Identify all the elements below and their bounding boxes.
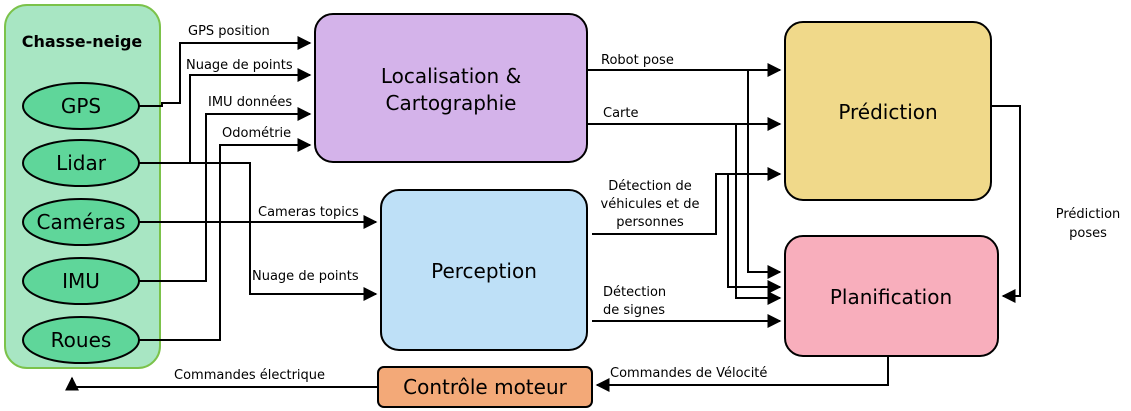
block-prediction-label: Prédiction xyxy=(838,100,937,124)
label-imu-donnees: IMU données xyxy=(208,95,292,110)
block-controle-label: Contrôle moteur xyxy=(403,375,567,399)
edge-lidar-to-perception xyxy=(139,162,378,301)
block-perception-shape xyxy=(380,189,588,351)
label-prediction-poses-2: poses xyxy=(1069,226,1107,241)
label-detection-signes-2: de signes xyxy=(603,303,665,318)
block-localisation-line1: Localisation & xyxy=(381,64,521,88)
block-localisation: Localisation & Cartographie xyxy=(314,13,588,163)
edge-roues-to-localisation xyxy=(139,138,312,341)
label-detection-signes-1: Détection xyxy=(603,285,666,300)
edge-commandes-velocite xyxy=(595,356,889,392)
block-planification-label: Planification xyxy=(830,285,952,309)
edge-detection-to-planification xyxy=(727,174,782,294)
block-perception-label: Perception xyxy=(431,259,537,283)
label-nuage-points-2: Nuage de points xyxy=(252,269,359,284)
label-robot-pose: Robot pose xyxy=(601,53,674,68)
sensor-cameras: Caméras xyxy=(22,198,140,246)
block-prediction: Prédiction xyxy=(784,21,992,201)
block-planification-shape xyxy=(784,235,999,357)
edge-gps-to-localisation xyxy=(139,36,312,107)
label-detection-vehicules-1: Détection de xyxy=(608,179,692,194)
edge-prediction-poses xyxy=(991,105,1021,303)
sensor-gps: GPS xyxy=(22,82,140,130)
label-nuage-points-1: Nuage de points xyxy=(186,58,293,73)
label-detection-vehicules-2: véhicules et de xyxy=(601,197,700,212)
sensor-cameras-label: Caméras xyxy=(37,210,126,234)
edge-carte-to-planification xyxy=(735,124,782,305)
sensor-roues: Roues xyxy=(22,316,140,364)
edge-commandes-electrique xyxy=(65,376,378,391)
edge-detection-to-prediction xyxy=(592,167,782,235)
label-detection-vehicules-3: personnes xyxy=(616,215,684,230)
sensor-lidar: Lidar xyxy=(22,139,140,187)
block-localisation-line2: Cartographie xyxy=(386,91,517,115)
sensor-lidar-label: Lidar xyxy=(56,151,107,175)
label-commandes-electrique: Commandes électrique xyxy=(174,368,325,383)
sensor-imu-label: IMU xyxy=(62,269,100,293)
block-planification: Planification xyxy=(784,235,999,357)
block-localisation-shape xyxy=(314,13,588,163)
label-carte: Carte xyxy=(603,106,638,121)
container-title: Chasse-neige xyxy=(22,32,143,51)
label-odometrie: Odométrie xyxy=(222,126,291,141)
label-cameras-topics: Cameras topics xyxy=(258,205,359,220)
sensor-roues-label: Roues xyxy=(51,328,112,352)
label-gps-position: GPS position xyxy=(188,24,270,39)
label-commandes-velocite: Commandes de Vélocité xyxy=(610,366,767,381)
block-prediction-shape xyxy=(784,21,992,201)
block-perception: Perception xyxy=(380,189,588,351)
edge-lidar-to-localisation xyxy=(189,68,312,163)
edge-imu-to-localisation xyxy=(139,107,312,282)
sensor-gps-label: GPS xyxy=(61,94,101,118)
block-controle-moteur: Contrôle moteur xyxy=(377,366,593,408)
label-prediction-poses-1: Prédiction xyxy=(1056,207,1121,222)
sensor-imu: IMU xyxy=(22,257,140,305)
edge-robot-pose-to-planification xyxy=(747,70,782,279)
